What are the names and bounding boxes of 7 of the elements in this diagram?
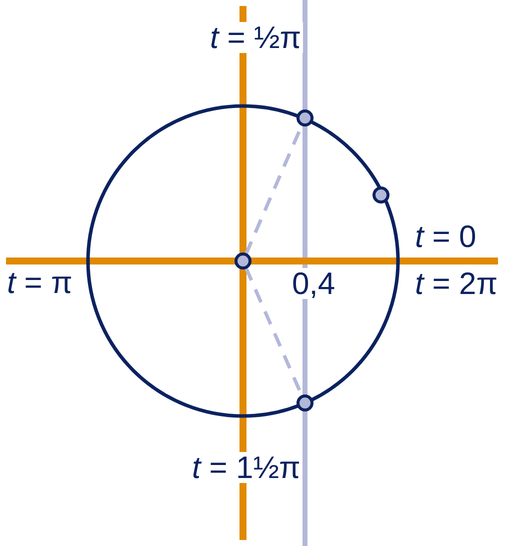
point-marker xyxy=(296,110,314,126)
point-marker xyxy=(296,394,314,412)
point-marker xyxy=(372,186,390,204)
axis-label: t = ½π xyxy=(208,22,304,53)
point-marker xyxy=(234,252,252,270)
axis-label: t = 1½π xyxy=(190,452,302,483)
axis-label: 0,4 xyxy=(290,268,338,299)
